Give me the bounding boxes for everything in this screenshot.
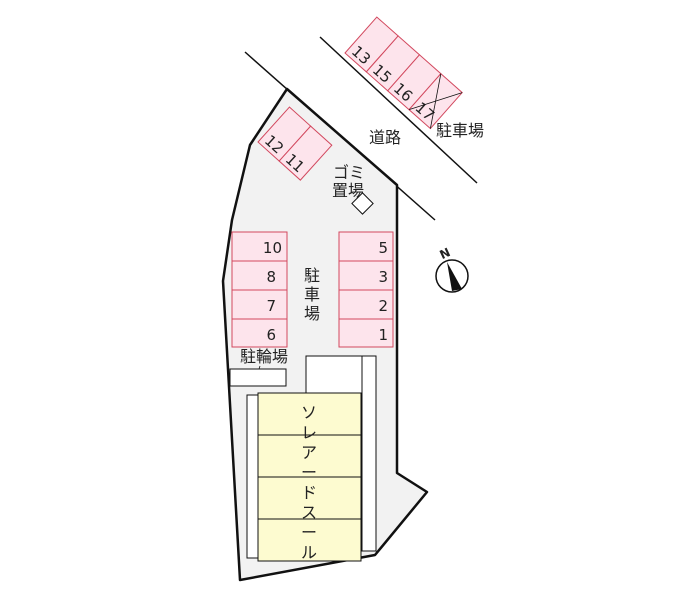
- garbage-area: [351, 192, 374, 215]
- building: [257, 392, 362, 562]
- garbage-label-line1: ゴミ: [333, 163, 365, 182]
- parking-space-6: [231, 318, 288, 348]
- road-edge-line-far: [319, 36, 478, 184]
- vertical-char: 場: [304, 304, 320, 323]
- parking-space-17: 17: [408, 72, 463, 130]
- parking-space-7: [231, 289, 288, 320]
- vertical-char: ー: [301, 523, 317, 542]
- space-number: 5: [378, 239, 388, 257]
- space-number: 10: [263, 239, 282, 257]
- space-number: 6: [266, 326, 276, 344]
- vertical-char: 駐: [304, 266, 320, 285]
- north-compass-icon: N: [435, 245, 469, 293]
- offsite-parking-label: 駐車場: [436, 121, 484, 140]
- vertical-char: 車: [304, 285, 320, 304]
- building-corridor-right: [361, 355, 377, 552]
- space-number: 7: [266, 297, 276, 315]
- garbage-label-line2: 置場: [332, 181, 364, 200]
- building-annex: [305, 355, 363, 395]
- vertical-char: レ: [301, 423, 317, 442]
- bicycle-parking-area: [229, 368, 287, 387]
- building-unit: [257, 476, 362, 520]
- building-unit: [257, 518, 362, 562]
- vertical-char: ア: [301, 443, 317, 462]
- offsite-parking-row: 13 15 16 17: [344, 16, 463, 130]
- space-number: 2: [378, 297, 388, 315]
- space-number: 8: [266, 268, 276, 286]
- parking-left-column: 10 8 7 6: [231, 231, 288, 348]
- building-corridor-left: [246, 394, 259, 559]
- parking-space-5: [338, 231, 394, 262]
- parking-space-16: 16: [386, 54, 442, 111]
- parking-label: 駐車場: [304, 266, 320, 323]
- road-label: 道路: [369, 128, 401, 147]
- parking-space-1: [338, 318, 394, 348]
- cross-out-mark: [408, 92, 463, 111]
- vertical-char: ス: [301, 503, 317, 522]
- parking-right-column: 5 3 2 1: [338, 231, 394, 348]
- bicycle-parking-label: 駐輪場: [240, 347, 288, 366]
- parking-space-10: [231, 231, 288, 262]
- vertical-char: ド: [301, 483, 317, 502]
- parking-space-2: [338, 289, 394, 320]
- vertical-char: ル: [301, 543, 317, 562]
- vertical-char: ソ: [301, 403, 317, 422]
- space-number: 1: [378, 326, 388, 344]
- parking-space-8: [231, 260, 288, 291]
- building-name: ソレアードスール: [301, 403, 317, 562]
- vertical-char: ー: [301, 463, 317, 482]
- space-number: 3: [378, 268, 388, 286]
